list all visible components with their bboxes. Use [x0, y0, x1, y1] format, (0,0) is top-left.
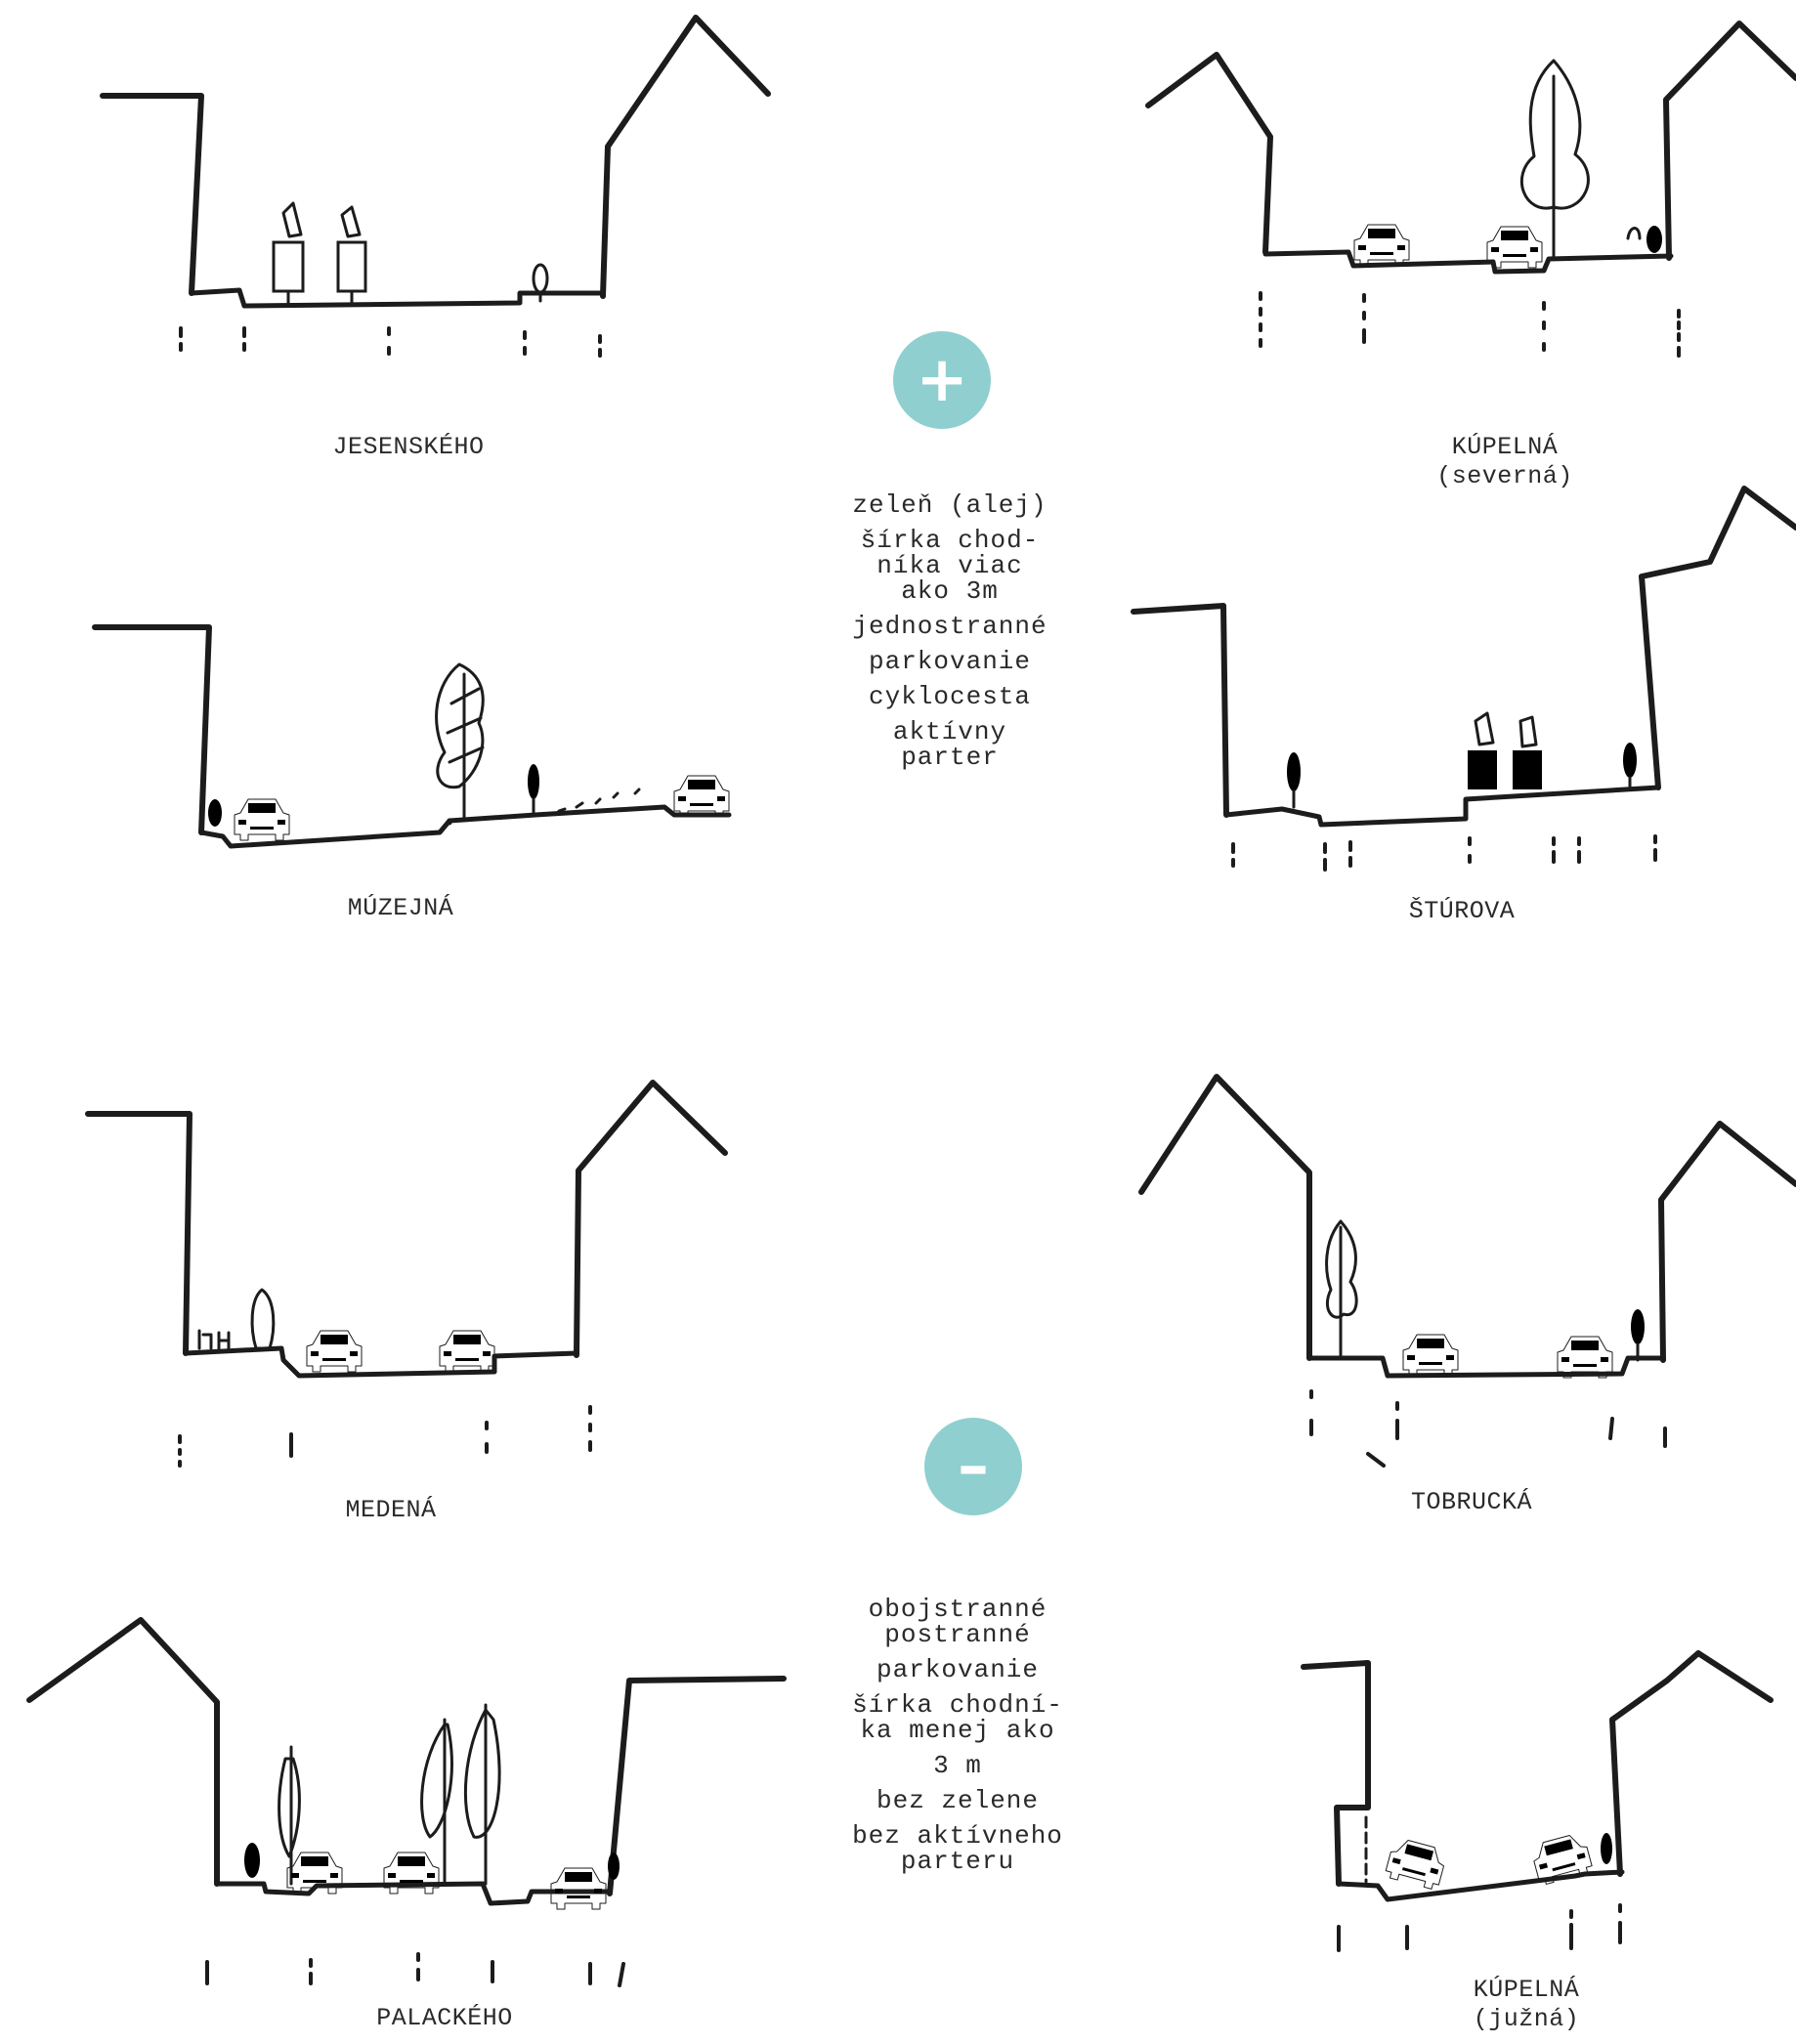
pedestrian-figure — [197, 1288, 276, 1350]
pedestrian-figure — [1631, 1309, 1645, 1362]
street-label-tobrucka: TOBRUCKÁ — [1410, 1488, 1533, 1516]
criterion: aktívny parter — [892, 717, 1007, 772]
car-icon — [234, 798, 290, 841]
criterion: bez aktívneho parteru — [852, 1821, 1063, 1876]
pedestrian-figure — [208, 764, 641, 827]
dimension-marks — [179, 326, 602, 358]
criterion: zeleň (alej) — [852, 490, 1048, 520]
tree — [1519, 59, 1590, 258]
street-label-jesenskeho: JESENSKÉHO — [332, 433, 485, 461]
pedestrian-figure — [1601, 1833, 1612, 1864]
dimension-marks — [1259, 291, 1681, 358]
car-icon — [1402, 1334, 1459, 1377]
dimension-marks — [178, 1405, 592, 1468]
criterion: šírka chod- níka viac ako 3m — [860, 526, 1040, 606]
pedestrian-figure — [1626, 226, 1662, 253]
dimension-marks — [1231, 834, 1657, 872]
pedestrian-figure — [244, 1843, 620, 1880]
car-icon — [550, 1867, 607, 1910]
tree — [1325, 1219, 1358, 1358]
criterion: obojstranné postranné — [868, 1595, 1048, 1649]
car-icon — [1353, 224, 1410, 267]
criterion: 3 m — [933, 1751, 982, 1780]
tree — [435, 662, 485, 823]
section-kupelna-severna — [1145, 21, 1796, 358]
criterion: bez zelene — [876, 1786, 1040, 1815]
tree — [278, 1703, 501, 1886]
dimension-marks — [1309, 1389, 1667, 1468]
section-kupelna-juzna — [1301, 1650, 1774, 1952]
street-label-palackeho: PALACKÉHO — [376, 2004, 513, 2032]
dimension-marks — [205, 1952, 625, 1987]
pedestrian-figure — [1287, 711, 1637, 809]
criterion: šírka chodní- ka menej ako — [852, 1690, 1063, 1745]
minus-icon: – — [924, 1418, 1022, 1515]
criterion: parkovanie — [876, 1655, 1040, 1684]
street-label-muzejna: MÚZEJNÁ — [347, 894, 454, 922]
car-icon — [383, 1852, 440, 1895]
pedestrian-figure — [272, 201, 549, 307]
dimension-marks — [1337, 1903, 1622, 1952]
criterion: jednostranné — [852, 612, 1048, 641]
street-label-kupelna-severna: KÚPELNÁ (severná) — [1436, 433, 1573, 490]
negative-criteria-list: obojstranné postranné parkovanie šírka c… — [811, 1597, 1104, 1884]
car-icon — [1384, 1836, 1449, 1892]
section-palackeho — [26, 1617, 787, 1987]
car-icon — [306, 1330, 363, 1373]
section-muzejna — [92, 624, 732, 849]
car-icon — [439, 1330, 495, 1373]
plus-icon: + — [893, 331, 991, 429]
section-tobrucka — [1138, 1074, 1796, 1468]
street-label-sturova: ŠTÚROVA — [1408, 897, 1516, 925]
criterion: cyklocesta — [868, 682, 1032, 711]
section-sturova — [1131, 486, 1796, 872]
car-icon — [673, 775, 730, 818]
section-jesenskeho — [100, 15, 771, 358]
section-medena — [85, 1080, 728, 1468]
criterion: parkovanie — [868, 647, 1032, 676]
positive-criteria-list: zeleň (alej) šírka chod- níka viac ako 3… — [803, 492, 1096, 780]
street-label-medena: MEDENÁ — [345, 1496, 437, 1524]
street-label-kupelna-juzna: KÚPELNÁ (južná) — [1473, 1976, 1580, 2033]
